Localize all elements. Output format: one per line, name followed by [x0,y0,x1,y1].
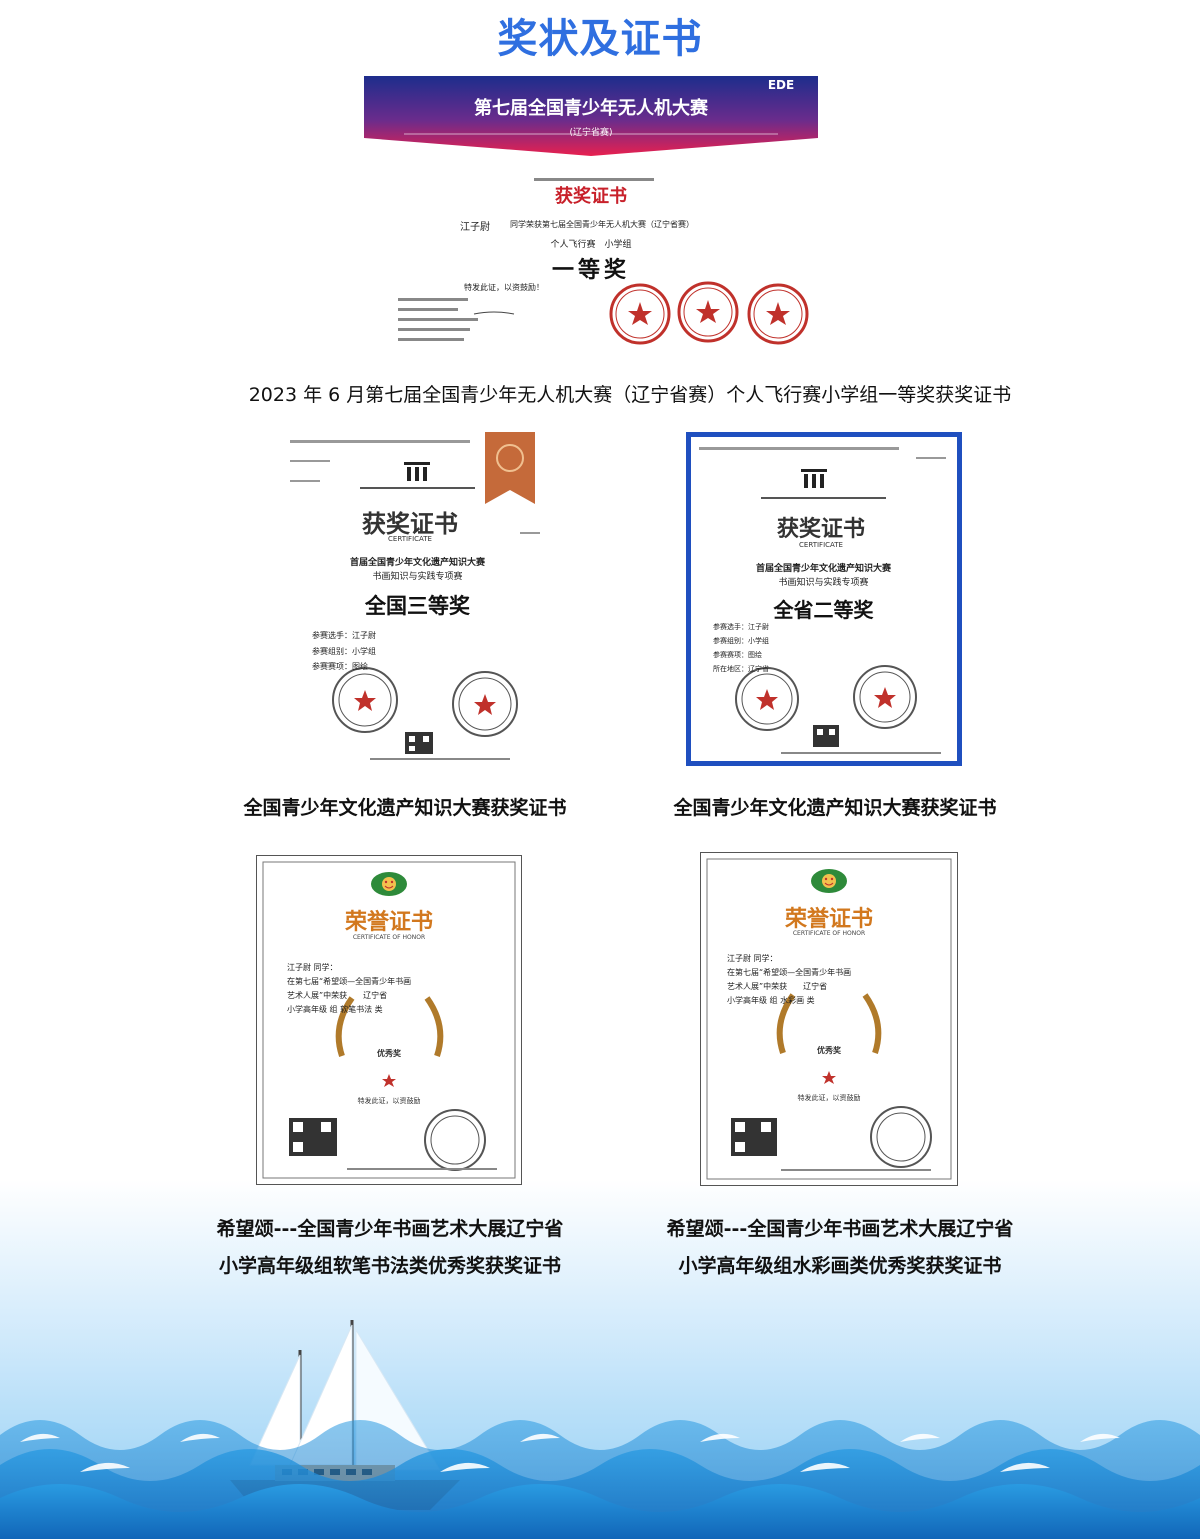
seal-left-icon [332,667,398,733]
caption-honor-watercolor: 希望颂---全国青少年书画艺术大展辽宁省 小学高年级组水彩画类优秀奖获奖证书 [630,1211,1050,1285]
certificate-award: 一等奖 [551,258,630,283]
certificate-heading: 荣誉证书 [784,907,873,932]
waves [0,1420,1200,1539]
heritage-logo-icon [801,469,827,488]
certificate-subevent: 书画知识与实践专项赛 [778,578,869,588]
caption-honor-calligraphy: 希望颂---全国青少年书画艺术大展辽宁省 小学高年级组软笔书法类优秀奖获奖证书 [180,1211,600,1285]
smiley-logo-icon [811,869,847,893]
certificate-heading-en: CERTIFICATE [388,535,432,543]
certificate-recipient: 江子尉 [460,222,490,233]
certificate-line: 在第七届“希望颂—全国青少年书画 [727,968,852,977]
certificate-drone-contest: EDE 第七届全国青少年无人机大赛 (辽宁省赛) 获奖证书 江子尉 同学荣获第七… [364,76,818,358]
certificate-event: 首届全国青少年文化遗产知识大赛 [755,564,891,574]
certificate-field: 参赛组别：小学组 [312,647,376,656]
qr-code-icon [731,1118,777,1156]
certificate-closing: 特发此证，以资鼓励 [357,1097,421,1105]
sailboat-icon [230,1320,460,1510]
certificate-field: 参赛选手：江子尉 [312,631,376,640]
certificate-line: 艺术人展”中荣获 辽宁省 [287,991,388,1000]
certificate-line: 江子尉 同学： [287,963,338,972]
seal-right-icon [452,671,518,737]
certificate-body-line: 同学荣获第七届全国青少年无人机大赛（辽宁省赛） [510,220,694,229]
certificate-heading: 获奖证书 [776,517,865,542]
seal-left-icon [735,667,799,731]
caption-line: 小学高年级组水彩画类优秀奖获奖证书 [678,1255,1002,1277]
laurel-icon [335,996,444,1057]
caption-heritage-provincial: 全国青少年文化遗产知识大赛获奖证书 [673,797,997,819]
certificate-field: 所在地区：辽宁省 [713,665,769,673]
certificate-field: 参赛赛项：图绘 [312,662,368,671]
caption-heritage-national: 全国青少年文化遗产知识大赛获奖证书 [243,797,567,819]
certificate-heading-en: CERTIFICATE OF HONOR [352,934,426,941]
certificate-heading-en: CERTIFICATE OF HONOR [792,930,866,937]
caption-line: 希望颂---全国青少年书画艺术大展辽宁省 [666,1218,1014,1240]
qr-code-icon [405,732,433,754]
qr-code-icon [289,1118,337,1156]
certificate-closing: 特发此证，以资鼓励！ [464,283,544,292]
certificate-field: 参赛赛项：图绘 [713,651,762,659]
page-title: 奖状及证书 [497,16,703,62]
certificate-line: 小学高年级 组 软笔书法 类 [287,1005,383,1014]
stars-icon [382,1074,396,1087]
seal-2-icon [677,281,739,343]
certificate-banner-subtitle: (辽宁省赛) [569,128,613,138]
certificate-honor-calligraphy: 荣誉证书 CERTIFICATE OF HONOR 江子尉 同学： 在第七届“希… [256,855,522,1185]
stars-icon [822,1071,836,1084]
certificate-event: 首届全国青少年文化遗产知识大赛 [349,558,485,568]
laurel-icon [776,993,882,1054]
smiley-logo-icon [371,872,407,896]
caption-line: 希望颂---全国青少年书画艺术大展辽宁省 [216,1218,564,1240]
certificate-line: 江子尉 同学： [727,954,778,963]
seal-1-icon [609,283,671,345]
certificate-heritage-national: 获奖证书 CERTIFICATE 首届全国青少年文化遗产知识大赛 书画知识与实践… [280,432,555,767]
certificate-subevent: 书画知识与实践专项赛 [372,572,463,582]
certificate-award: 全省二等奖 [773,598,874,622]
certificate-category: 个人飞行赛 小学组 [550,240,632,250]
seal-icon [424,1109,486,1171]
certificate-award: 全国三等奖 [365,594,470,618]
certificate-line: 在第七届“希望颂—全国青少年书画 [287,977,412,986]
certificate-banner [364,76,818,156]
heritage-logo-icon [404,462,430,481]
certificate-award: 优秀奖 [817,1046,841,1055]
certificate-line: 小学高年级 组 水彩画 类 [727,996,815,1005]
seal-3-icon [747,283,809,345]
seal-right-icon [853,665,917,729]
qr-code-icon [813,725,839,747]
certificate-heading-en: CERTIFICATE [799,541,843,549]
ribbon-badge-icon [485,432,535,504]
certificate-banner-title: 第七届全国青少年无人机大赛 [474,98,708,119]
certificate-field: 参赛组别：小学组 [713,637,769,645]
certificate-field: 参赛选手：江子尉 [713,623,769,631]
caption-line: 小学高年级组软笔书法类优秀奖获奖证书 [218,1255,561,1277]
caption-drone-certificate: 2023 年 6 月第七届全国青少年无人机大赛（辽宁省赛）个人飞行赛小学组一等奖… [248,384,1012,406]
certificate-award: 优秀奖 [377,1049,401,1058]
certificate-line: 艺术人展”中荣获 辽宁省 [727,982,828,991]
certificate-heading: 获奖证书 [555,186,627,207]
certificate-closing: 特发此证，以资鼓励 [797,1094,861,1102]
certificate-heritage-provincial: 获奖证书 CERTIFICATE 首届全国青少年文化遗产知识大赛 书画知识与实践… [686,432,962,766]
certificate-heading: 荣誉证书 [344,910,433,935]
certificate-heading: 获奖证书 [362,510,458,538]
certificate-honor-watercolor: 荣誉证书 CERTIFICATE OF HONOR 江子尉 同学： 在第七届“希… [700,852,958,1186]
seal-icon [870,1106,932,1168]
certificate-banner-badge: EDE [767,78,795,92]
